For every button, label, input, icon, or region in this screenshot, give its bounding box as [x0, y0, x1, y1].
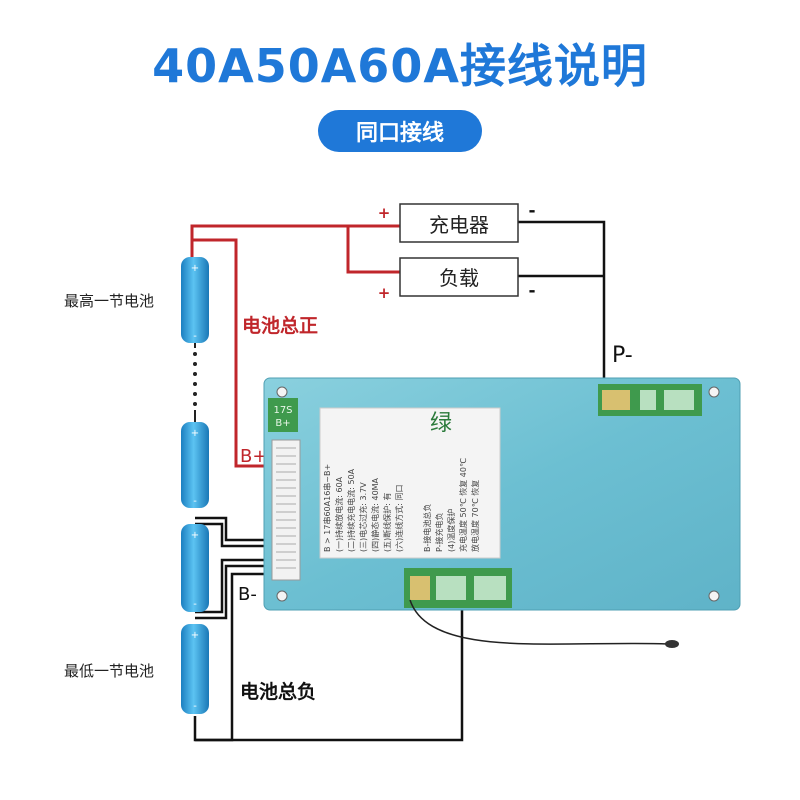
battery-cell-top: + - [181, 257, 209, 343]
load-minus-mark: - [528, 281, 535, 301]
charger-plus-mark: + [378, 204, 391, 222]
bms-board: 17S B+ 绿 B > 17串60A16串~B+ (一)持续放电流: [263, 377, 741, 611]
battery-cell-bottom: + - [181, 624, 209, 714]
top-cell-to-charger-wire [190, 224, 400, 258]
b-minus-label: B- [238, 584, 257, 605]
subtitle-pill: 同口接线 [318, 110, 482, 152]
svg-text:-: - [193, 701, 197, 712]
svg-text:+: + [191, 428, 199, 439]
charger-label: 充电器 [429, 213, 489, 237]
load-plus-mark: + [378, 284, 391, 302]
charger-negative-wire [518, 220, 606, 388]
temperature-probe-sensor [665, 640, 679, 648]
sticker-line-4: (四)静态电流: 40MA [370, 477, 380, 552]
svg-text:+: + [191, 630, 199, 641]
temperature-probe-wire [409, 599, 669, 645]
svg-text:+: + [191, 530, 199, 541]
board-sticker [319, 407, 501, 559]
svg-text:-: - [193, 331, 197, 342]
highest-cell-label: 最高一节电池 [64, 292, 154, 310]
sticker-line-2: (二)持续充电电流: 50A [346, 468, 356, 552]
sticker-right-line-1: P-接充电负 [434, 512, 444, 552]
p-minus-label: P- [612, 343, 633, 368]
board-corner-label-2: B+ [275, 418, 290, 429]
load-box: 负载 [399, 257, 519, 297]
battery-total-negative-wire [195, 600, 464, 742]
load-positive-wire [346, 226, 400, 274]
sticker-line-0: B > 17串60A16串~B+ [323, 464, 332, 552]
negative-wires [193, 220, 606, 742]
battery-cell-2: + - [181, 422, 209, 508]
svg-text:-: - [193, 496, 197, 507]
load-label: 负载 [439, 266, 479, 290]
battery-cell-3: + - [181, 524, 209, 612]
sticker-tag: 绿 [430, 411, 452, 436]
b-plus-label: B+ [240, 446, 267, 467]
cell-series-dots [193, 340, 197, 422]
sticker-line-3: (三)电芯过充: 3.7V [358, 482, 368, 552]
sticker-line-5: (五)断线保护: 有 [382, 493, 392, 552]
lowest-cell-label: 最低一节电池 [64, 662, 154, 680]
board-corner-label-1: 17S [273, 405, 292, 416]
charger-minus-mark: - [528, 201, 535, 221]
battery-total-negative-label: 电池总负 [240, 680, 316, 703]
svg-text:+: + [191, 263, 199, 274]
battery-total-positive-label: 电池总正 [242, 314, 318, 337]
charger-box: 充电器 [399, 203, 519, 243]
page-title: 40A50A60A接线说明 [152, 39, 648, 93]
sticker-line-1: (一)持续放电流: 60A [334, 476, 344, 552]
battery-total-positive-wire [192, 238, 282, 468]
sticker-right-line-4: 放电温度 70℃ 恢复 [470, 480, 480, 552]
balance-wire-2 [195, 558, 282, 614]
balance-wire-1 [195, 516, 282, 542]
sticker-right-line-3: 充电温度 50℃ 恢复 40℃ [458, 458, 468, 552]
sticker-right-line-0: B-接电池总负 [422, 504, 432, 552]
balance-connector [271, 439, 301, 581]
positive-wires [190, 224, 400, 468]
svg-text:-: - [193, 599, 197, 610]
sticker-right-line-2: (4)温度保护 [446, 509, 456, 552]
sticker-line-6: (六)连线方式: 同口 [394, 485, 404, 552]
